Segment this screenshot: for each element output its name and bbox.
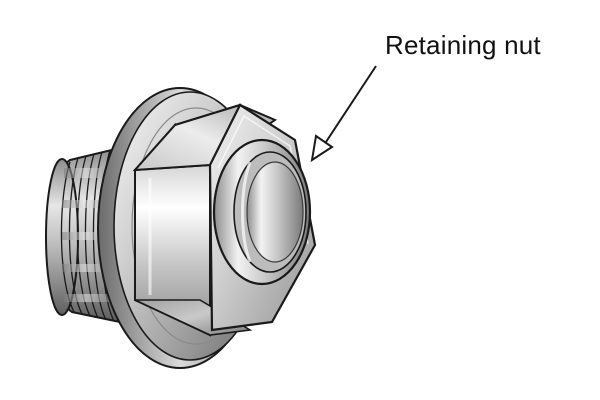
hex-nut-body: [132, 103, 278, 337]
callout-arrow: [310, 63, 377, 163]
retaining-nut-label: Retaining nut: [385, 30, 541, 60]
nut-bore: [212, 138, 312, 286]
